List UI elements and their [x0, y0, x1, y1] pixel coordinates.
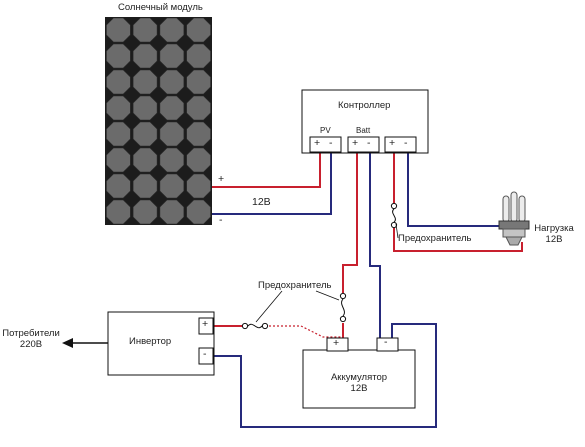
panel-title: Солнечный модуль — [118, 2, 203, 13]
solar-cell — [106, 69, 131, 95]
fuse-load-label: Предохранитель — [398, 233, 472, 244]
fuse-load-label-leader — [395, 223, 399, 239]
controller-batt-plus: + — [352, 137, 359, 149]
solar-cell — [159, 69, 185, 95]
solar-cell — [132, 95, 158, 121]
wire-load-positive-lower — [393, 226, 523, 252]
controller-batt-minus: - — [367, 137, 371, 149]
solar-cell — [186, 43, 211, 69]
panel-voltage-label: 12В — [252, 196, 271, 208]
consumers-label-line2: 220В — [19, 339, 43, 350]
solar-cell — [132, 69, 158, 95]
solar-cell — [106, 17, 131, 43]
solar-cell — [159, 121, 185, 147]
solar-cell — [132, 43, 158, 69]
wire-batt-positive — [342, 148, 358, 293]
controller-pv-minus: - — [329, 137, 333, 149]
controller-batt-terminal — [347, 136, 380, 153]
load-label-line1: Нагрузка — [534, 223, 574, 234]
wire-load-negative — [407, 148, 500, 227]
solar-cell — [106, 147, 131, 173]
solar-cell — [186, 173, 211, 199]
controller-batt-label: Batt — [356, 126, 371, 135]
controller-pv-plus: + — [314, 137, 321, 149]
solar-cell — [186, 199, 211, 225]
solar-cell — [132, 173, 158, 199]
wire-panel-positive — [212, 148, 321, 188]
controller-pv-label: PV — [320, 126, 331, 135]
battery-minus-label: - — [384, 336, 388, 348]
fuse-inverter — [241, 322, 269, 330]
solar-cell — [132, 147, 158, 173]
lamp-icon — [498, 191, 530, 246]
solar-cell — [132, 17, 158, 43]
inverter-minus-label: - — [203, 348, 207, 360]
solar-cell — [159, 95, 185, 121]
battery-plus-terminal — [326, 337, 349, 352]
inverter-plus-terminal — [198, 317, 214, 335]
fuse-battery — [339, 292, 347, 323]
battery-box — [302, 349, 416, 409]
solar-cell — [106, 43, 131, 69]
battery-title: Аккумулятор 12В — [303, 372, 415, 394]
fuse-label-leader-2 — [255, 290, 283, 323]
inverter-title: Инвертор — [129, 336, 172, 347]
battery-title-line1: Аккумулятор — [330, 372, 388, 383]
consumers-label-line1: Потребители — [2, 328, 60, 339]
solar-cell — [159, 199, 185, 225]
wire-panel-negative — [212, 148, 332, 215]
solar-cell — [106, 199, 131, 225]
inverter-box — [107, 311, 215, 376]
inverter-minus-terminal — [198, 347, 214, 365]
wire-batt-negative — [369, 148, 381, 339]
controller-load-terminal — [384, 136, 417, 153]
solar-cell — [106, 121, 131, 147]
solar-cell — [159, 147, 185, 173]
solar-cell — [106, 95, 131, 121]
controller-load-minus: - — [404, 137, 408, 149]
panel-minus-label: - — [219, 214, 223, 226]
solar-cell — [159, 17, 185, 43]
solar-panel — [105, 17, 212, 225]
solar-cell — [132, 199, 158, 225]
solar-cell — [132, 121, 158, 147]
battery-title-line2: 12В — [350, 383, 368, 394]
controller-pv-terminal — [309, 136, 342, 153]
battery-minus-terminal — [376, 337, 399, 352]
consumers-arrow-icon — [62, 338, 73, 348]
solar-cell — [159, 43, 185, 69]
solar-cell — [186, 121, 211, 147]
wire-inverter-positive-fuse — [265, 325, 343, 338]
solar-cell — [106, 173, 131, 199]
solar-cell — [186, 95, 211, 121]
panel-plus-label: + — [218, 173, 225, 185]
controller-title: Контроллер — [338, 100, 391, 111]
solar-cell — [159, 173, 185, 199]
load-label: Нагрузка 12В — [531, 223, 577, 245]
fuse-inverter-label: Предохранитель — [258, 280, 332, 291]
load-label-line2: 12В — [545, 234, 563, 245]
inverter-plus-label: + — [202, 318, 209, 330]
controller-load-plus: + — [389, 137, 396, 149]
solar-cell — [186, 147, 211, 173]
wire-inverter-negative — [214, 323, 437, 428]
consumers-label: Потребители 220В — [0, 328, 62, 350]
solar-panel-cells — [106, 17, 211, 225]
battery-plus-label: + — [333, 337, 340, 349]
fuse-load — [390, 202, 398, 229]
solar-cell — [186, 69, 211, 95]
fuse-label-leader-1 — [315, 290, 340, 301]
solar-cell — [186, 17, 211, 43]
